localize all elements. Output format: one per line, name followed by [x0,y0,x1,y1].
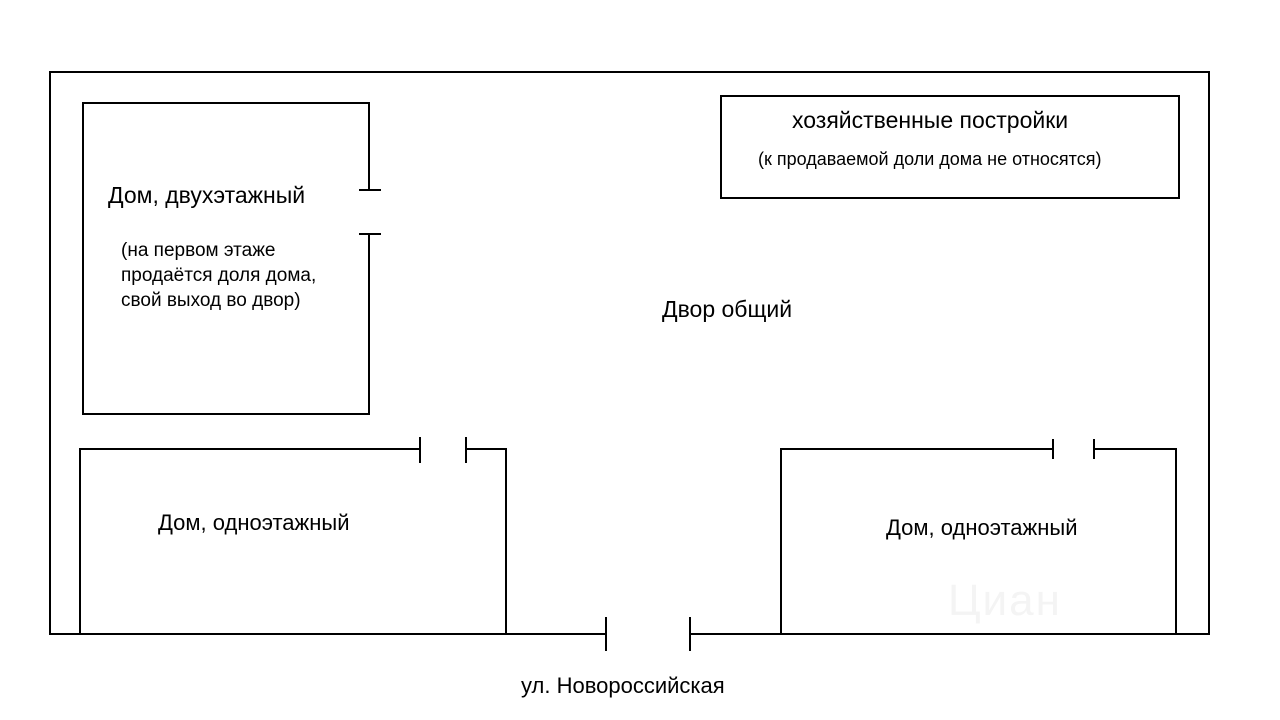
house-left-door [419,437,467,463]
courtyard-label: Двор общий [662,296,793,322]
house-right-outline [780,448,1177,635]
street-gate [605,617,691,651]
house-right-door [1052,439,1095,459]
house-left-outline [79,448,507,635]
two-storey-house-outline [82,102,370,415]
two-storey-house-note-line: продаётся доля дома, [121,265,317,286]
house-right-label: Дом, одноэтажный [886,515,1078,540]
outbuildings-note: (к продаваемой доли дома не относятся) [758,149,1102,169]
two-storey-house-note: (на первом этаже продаётся доля дома, св… [121,238,316,313]
watermark-logo: Циан [948,576,1062,625]
house-left-label: Дом, одноэтажный [158,510,350,535]
street-label: ул. Новороссийская [521,673,725,698]
outbuildings-title: хозяйственные постройки [792,107,1069,133]
two-storey-house-note-line: (на первом этаже [121,240,276,261]
two-storey-house-title: Дом, двухэтажный [108,182,306,208]
plot-boundary [49,71,1210,635]
two-storey-house-note-line: свой выход во двор) [121,290,301,311]
two-storey-house-door [359,189,381,235]
outbuildings-outline [720,95,1180,199]
